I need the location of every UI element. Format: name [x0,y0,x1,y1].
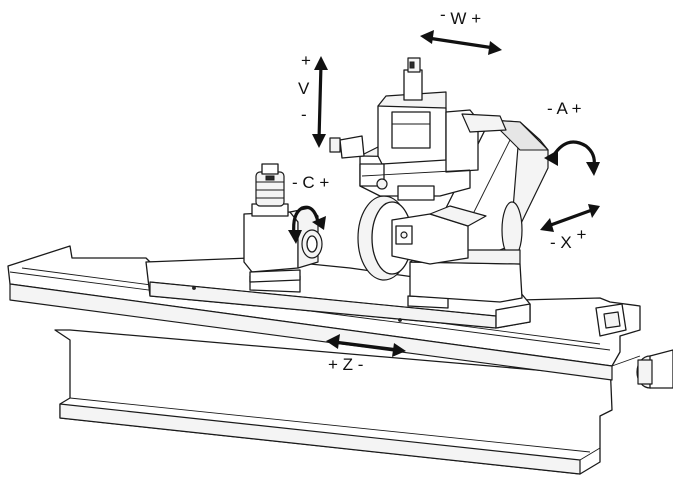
c-axis-headstock [243,163,323,283]
z-minus-sign: - [357,355,364,374]
grinding-wheel [357,195,487,281]
c-axis-label: - C + [292,174,329,191]
z-axis-arrow [326,334,406,357]
z-axis-label: + Z - [328,356,363,373]
v-axis-arrow [312,56,328,148]
x-minus-sign: - [550,233,556,252]
w-axis-label: - W + [440,6,482,28]
a-minus-sign: - [547,99,553,118]
x-axis-arrow [540,204,600,232]
z-axis-name: Z [342,355,354,374]
v-minus-sign: - [301,105,307,124]
a-axis-arrow [544,140,600,176]
c-axis-arrow [288,205,326,244]
a-axis-name: A [556,99,567,118]
x-axis-label: - X + [550,226,586,252]
x-axis-name: X [560,233,572,252]
w-axis-arrow [420,30,502,55]
x-plus-sign: + [576,225,587,244]
w-minus-sign: - [440,5,446,24]
c-axis-name: C [302,173,315,192]
v-plus-sign: + [301,51,311,70]
a-plus-sign: + [571,99,582,118]
a-axis-label: - A + [547,100,582,117]
work-carriage [145,257,531,329]
v-axis-name: V [298,79,310,98]
w-plus-sign: + [471,9,482,28]
upper-slide-assembly [329,57,507,201]
c-minus-sign: - [292,173,298,192]
z-plus-sign: + [328,355,338,374]
c-plus-sign: + [319,173,330,192]
w-axis-name: W [450,9,467,28]
